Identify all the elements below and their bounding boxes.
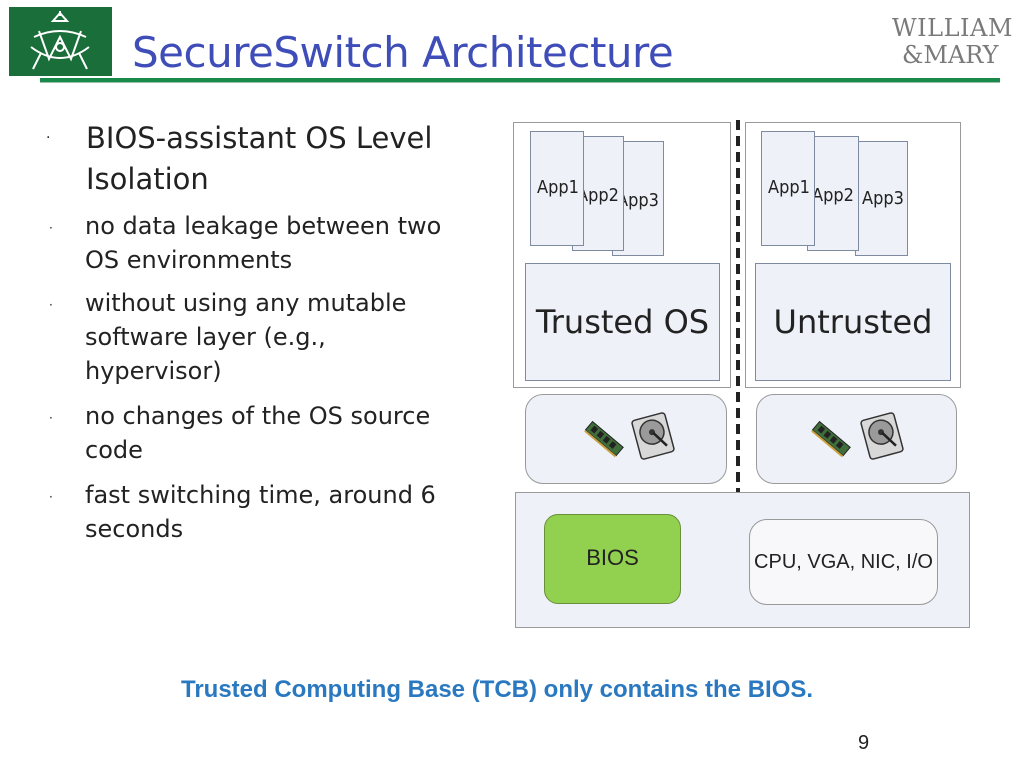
untrusted-app2: App2 [807,136,859,251]
devices-box: CPU, VGA, NIC, I/O [749,519,938,605]
bullet-dot: · [49,411,53,425]
tcb-note: Trusted Computing Base (TCB) only contai… [181,676,814,703]
trusted-hardware [525,394,727,484]
app-label: App1 [537,177,579,198]
bullet-dot: · [49,221,53,235]
logo [9,7,112,76]
bullet-dot: · [49,490,53,504]
bullet-main-text: BIOS-assistant OS Level Isolation [86,121,433,196]
william-mary-crest-icon [30,11,90,70]
bullet-sub-1: · no data leakage between two OS environ… [49,209,465,277]
bullet-sub-4: · fast switching time, around 6 seconds [49,478,465,546]
hard-disk-icon [860,412,904,460]
bullet-sub-2: · without using any mutable software lay… [49,286,465,388]
trusted-os: Trusted OS [525,263,720,381]
memory-icon [584,420,624,458]
wordmark-line1: WILLIAM [892,14,1013,42]
bullet-sub-text: no changes of the OS source code [85,402,431,464]
untrusted-os: Untrusted OS [755,263,951,457]
untrusted-app3: App3 [855,141,908,256]
untrusted-hardware [756,394,957,484]
hard-disk-icon [631,412,675,460]
bullet-sub-text: without using any mutable software layer… [85,289,407,385]
bullet-dot: · [49,298,53,312]
app-label: App2 [812,185,854,206]
page-title: SecureSwitch Architecture [132,28,674,77]
bullet-sub-text: no data leakage between two OS environme… [85,212,442,274]
isolation-divider [736,120,740,495]
page-number: 9 [858,732,870,754]
bios-box: BIOS [544,514,681,604]
header-divider [40,78,1000,83]
untrusted-app1: App1 [761,131,815,246]
bullet-dot: · [46,130,51,146]
trusted-app1: App1 [530,131,584,246]
bullet-sub-3: · no changes of the OS source code [49,399,465,467]
app-label: App3 [617,190,659,211]
wordmark-line2: &MARY [902,41,999,69]
memory-icon [811,420,851,458]
app-label: App3 [862,188,904,209]
app-label: App1 [768,177,810,198]
bullet-sub-text: fast switching time, around 6 seconds [85,481,436,543]
app-label: App2 [577,185,619,206]
